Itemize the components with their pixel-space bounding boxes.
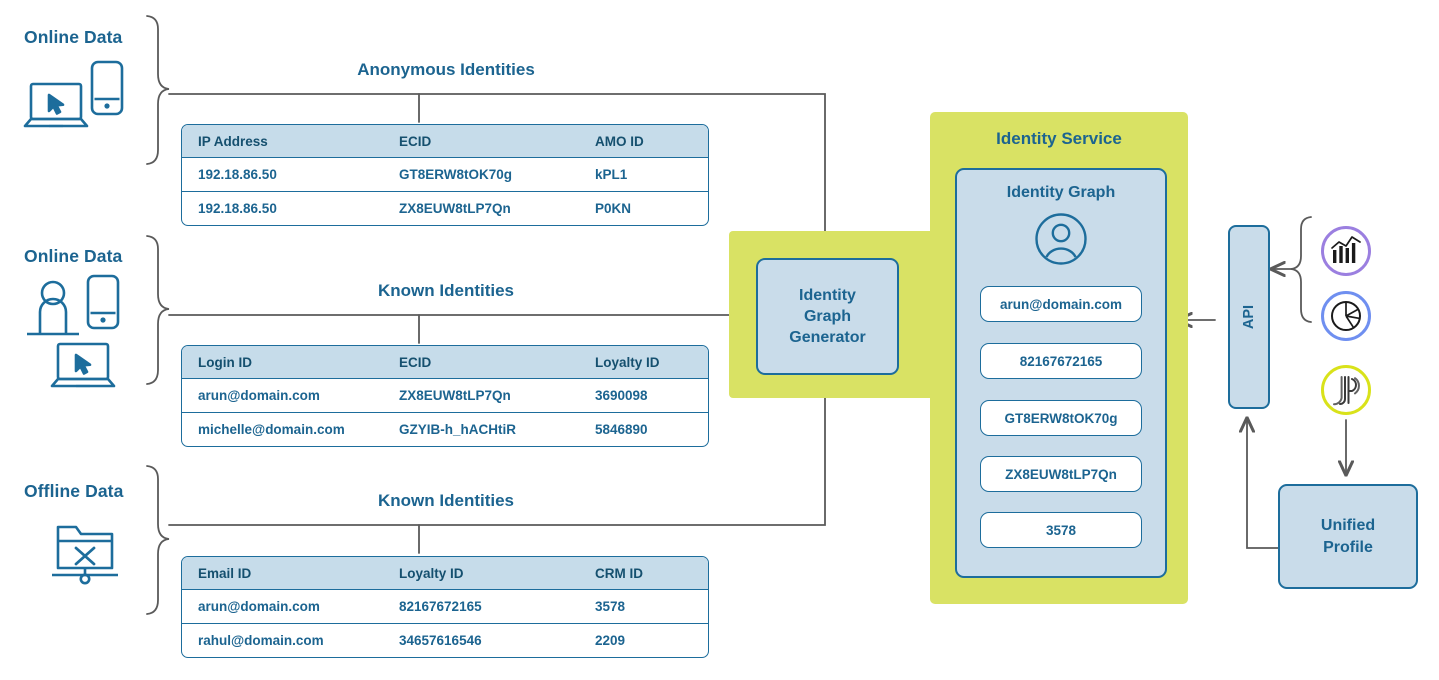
folder-x-network-icon	[50, 517, 128, 594]
group-title-known-online: Known Identities	[378, 281, 514, 300]
identity-graph-generator-box[interactable]: Identity Graph Generator	[756, 258, 899, 375]
table-row: arun@domain.com ZX8EUW8tLP7Qn 3690098	[182, 378, 708, 413]
table-cell: ZX8EUW8tLP7Qn	[383, 378, 579, 413]
table-cell: GZYIB-h_hACHtiR	[399, 422, 516, 437]
generator-line-2: Graph	[803, 307, 852, 325]
generator-line-1: Identity	[799, 286, 856, 304]
table-anonymous-identities: IP Address ECID AMO ID 192.18.86.50 GT8E…	[181, 124, 709, 226]
bracket-products	[1290, 216, 1312, 323]
table-cell: 192.18.86.50	[198, 201, 277, 216]
unified-profile-line-2: Profile	[1323, 538, 1373, 556]
line-unified-to-api	[1247, 419, 1279, 549]
bracket-online-1	[146, 15, 170, 165]
unified-profile-line-1: Unified	[1320, 516, 1376, 534]
table-cell: 3578	[579, 589, 708, 624]
user-avatar-icon	[1034, 212, 1088, 271]
group-title-anonymous: Anonymous Identities	[357, 60, 535, 79]
table-row: 192.18.86.50 ZX8EUW8tLP7Qn P0KN	[182, 192, 708, 226]
column-header: Loyalty ID	[383, 557, 579, 590]
api-label: API	[1241, 304, 1257, 330]
identity-node[interactable]: ZX8EUW8tLP7Qn	[980, 456, 1142, 492]
campaign-icon[interactable]	[1321, 365, 1371, 415]
table-row: arun@domain.com 82167672165 3578	[182, 589, 708, 624]
identity-node[interactable]: 82167672165	[980, 343, 1142, 379]
table-cell: 2209	[595, 633, 626, 648]
identity-service-title: Identity Service	[996, 129, 1122, 148]
source-label-online-1: Online Data	[24, 27, 123, 47]
bracket-online-2	[146, 235, 170, 385]
table-header-row: Login ID ECID Loyalty ID	[182, 346, 708, 379]
table-cell: P0KN	[595, 201, 632, 216]
column-header: ECID	[383, 346, 579, 379]
person-phone-laptop-icon	[22, 272, 140, 395]
table-cell: 3690098	[579, 378, 708, 413]
table-cell: arun@domain.com	[182, 589, 383, 624]
table-cell: 192.18.86.50	[182, 157, 383, 192]
identity-node[interactable]: GT8ERW8tOK70g	[980, 400, 1142, 436]
table-cell: GT8ERW8tOK70g	[383, 157, 579, 192]
identity-node[interactable]: arun@domain.com	[980, 286, 1142, 322]
identity-graph-title: Identity Graph	[1006, 184, 1116, 201]
column-header: IP Address	[182, 125, 383, 158]
column-header: Login ID	[182, 346, 383, 379]
table-row: rahul@domain.com 34657616546 2209	[182, 624, 708, 658]
column-header: ECID	[383, 125, 579, 158]
group-title-known-offline: Known Identities	[378, 491, 514, 510]
table-known-identities-offline: Email ID Loyalty ID CRM ID arun@domain.c…	[181, 556, 709, 658]
identity-node[interactable]: 3578	[980, 512, 1142, 548]
table-row: 192.18.86.50 GT8ERW8tOK70g kPL1	[182, 157, 708, 192]
table-cell: ZX8EUW8tLP7Qn	[399, 201, 511, 216]
table-header-row: Email ID Loyalty ID CRM ID	[182, 557, 708, 590]
table-cell: kPL1	[579, 157, 708, 192]
audience-pie-chart-icon[interactable]	[1321, 291, 1371, 341]
table-cell: 34657616546	[399, 633, 482, 648]
table-cell: arun@domain.com	[182, 378, 383, 413]
source-label-online-2: Online Data	[24, 246, 123, 266]
bracket-offline	[146, 465, 170, 615]
identity-graph-box: Identity Graph arun@domain.com 821676721…	[955, 168, 1167, 578]
column-header: Loyalty ID	[579, 346, 708, 379]
analytics-bar-chart-icon[interactable]	[1321, 226, 1371, 276]
table-known-identities-online: Login ID ECID Loyalty ID arun@domain.com…	[181, 345, 709, 447]
laptop-phone-icon	[22, 60, 132, 143]
table-header-row: IP Address ECID AMO ID	[182, 125, 708, 158]
generator-line-3: Generator	[789, 329, 866, 347]
api-bar[interactable]: API	[1228, 225, 1270, 409]
table-cell: rahul@domain.com	[198, 633, 324, 648]
table-row: michelle@domain.com GZYIB-h_hACHtiR 5846…	[182, 413, 708, 447]
column-header: AMO ID	[579, 125, 708, 158]
column-header: Email ID	[182, 557, 383, 590]
table-cell: 82167672165	[383, 589, 579, 624]
table-cell: 5846890	[595, 422, 648, 437]
table-cell: michelle@domain.com	[198, 422, 345, 437]
unified-profile-box[interactable]: Unified Profile	[1278, 484, 1418, 589]
column-header: CRM ID	[579, 557, 708, 590]
source-label-offline: Offline Data	[24, 481, 124, 501]
